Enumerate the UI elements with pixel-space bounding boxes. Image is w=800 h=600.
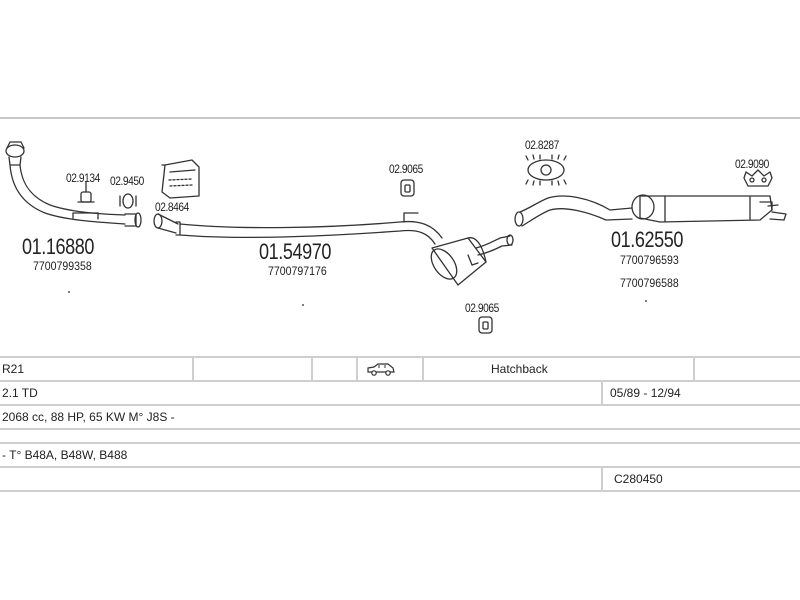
- model-text: R21: [2, 362, 25, 376]
- bracket-b-code: 02.9450: [110, 174, 144, 188]
- cell-divider: [356, 358, 358, 380]
- years-text: 05/89 - 12/94: [610, 386, 681, 400]
- rear-silencer-oem-2: 7700796588: [620, 276, 679, 290]
- types-text: - T° B48A, B48W, B488: [2, 448, 128, 462]
- rear-silencer-code: 01.62550: [611, 227, 683, 252]
- hanger-top-code: 02.9065: [389, 162, 423, 176]
- rear-silencer-part[interactable]: [514, 194, 787, 227]
- front-pipe-part[interactable]: [5, 141, 142, 228]
- rear-silencer-oem-1: 7700796593: [620, 253, 679, 267]
- bracket-a-part[interactable]: [77, 181, 95, 203]
- spec-row-engine: 2.1 TD 05/89 - 12/94: [0, 380, 800, 404]
- ring-mount-code: 02.8287: [525, 138, 559, 152]
- dot-markers: [68, 291, 647, 306]
- rubber-hanger-icon[interactable]: [400, 179, 415, 197]
- catalog-number-text: C280450: [614, 472, 663, 486]
- spec-row-model: R21 Hatchback: [0, 356, 800, 380]
- body-type-text: Hatchback: [491, 362, 548, 376]
- front-pipe-code: 01.16880: [22, 234, 94, 259]
- front-pipe-oem: 7700799358: [33, 259, 92, 273]
- car-side-icon: [367, 363, 395, 376]
- exhaust-diagram: [5, 141, 787, 334]
- hanger-bottom-code: 02.9065: [465, 301, 499, 315]
- cell-divider: [693, 358, 695, 380]
- engine-text: 2.1 TD: [2, 386, 38, 400]
- rear-mount-part[interactable]: [743, 169, 773, 187]
- rear-mount-code: 02.9090: [735, 157, 769, 171]
- cell-divider: [601, 382, 603, 404]
- spec-row-specs: 2068 cc, 88 HP, 65 KW M° J8S -: [0, 404, 800, 428]
- centre-silencer-code: 01.54970: [259, 239, 331, 264]
- centre-silencer-part[interactable]: [426, 234, 514, 286]
- centre-silencer-oem: 7700797176: [268, 264, 327, 278]
- clamp-kit-icon[interactable]: [161, 159, 200, 199]
- bracket-a-code: 02.9134: [66, 171, 100, 185]
- cell-divider: [601, 468, 603, 490]
- rubber-hanger-icon[interactable]: [478, 316, 493, 334]
- specs-text: 2068 cc, 88 HP, 65 KW M° J8S -: [2, 410, 175, 424]
- cell-divider: [192, 358, 194, 380]
- cell-divider: [311, 358, 313, 380]
- middle-pipe-part[interactable]: [153, 212, 443, 245]
- cell-divider: [422, 358, 424, 380]
- clamp-kit-code: 02.8464: [155, 200, 189, 214]
- bracket-b-part[interactable]: [119, 193, 137, 209]
- spec-row-catalog: C280450: [0, 466, 800, 492]
- rubber-ring-icon[interactable]: [525, 154, 567, 186]
- spec-row-types: - T° B48A, B48W, B488: [0, 442, 800, 466]
- spec-row-spacer: [0, 428, 800, 442]
- top-divider: [0, 117, 800, 119]
- vehicle-spec-table: R21 Hatchback 2.1 TD 05/89 - 12/94 2068 …: [0, 356, 800, 492]
